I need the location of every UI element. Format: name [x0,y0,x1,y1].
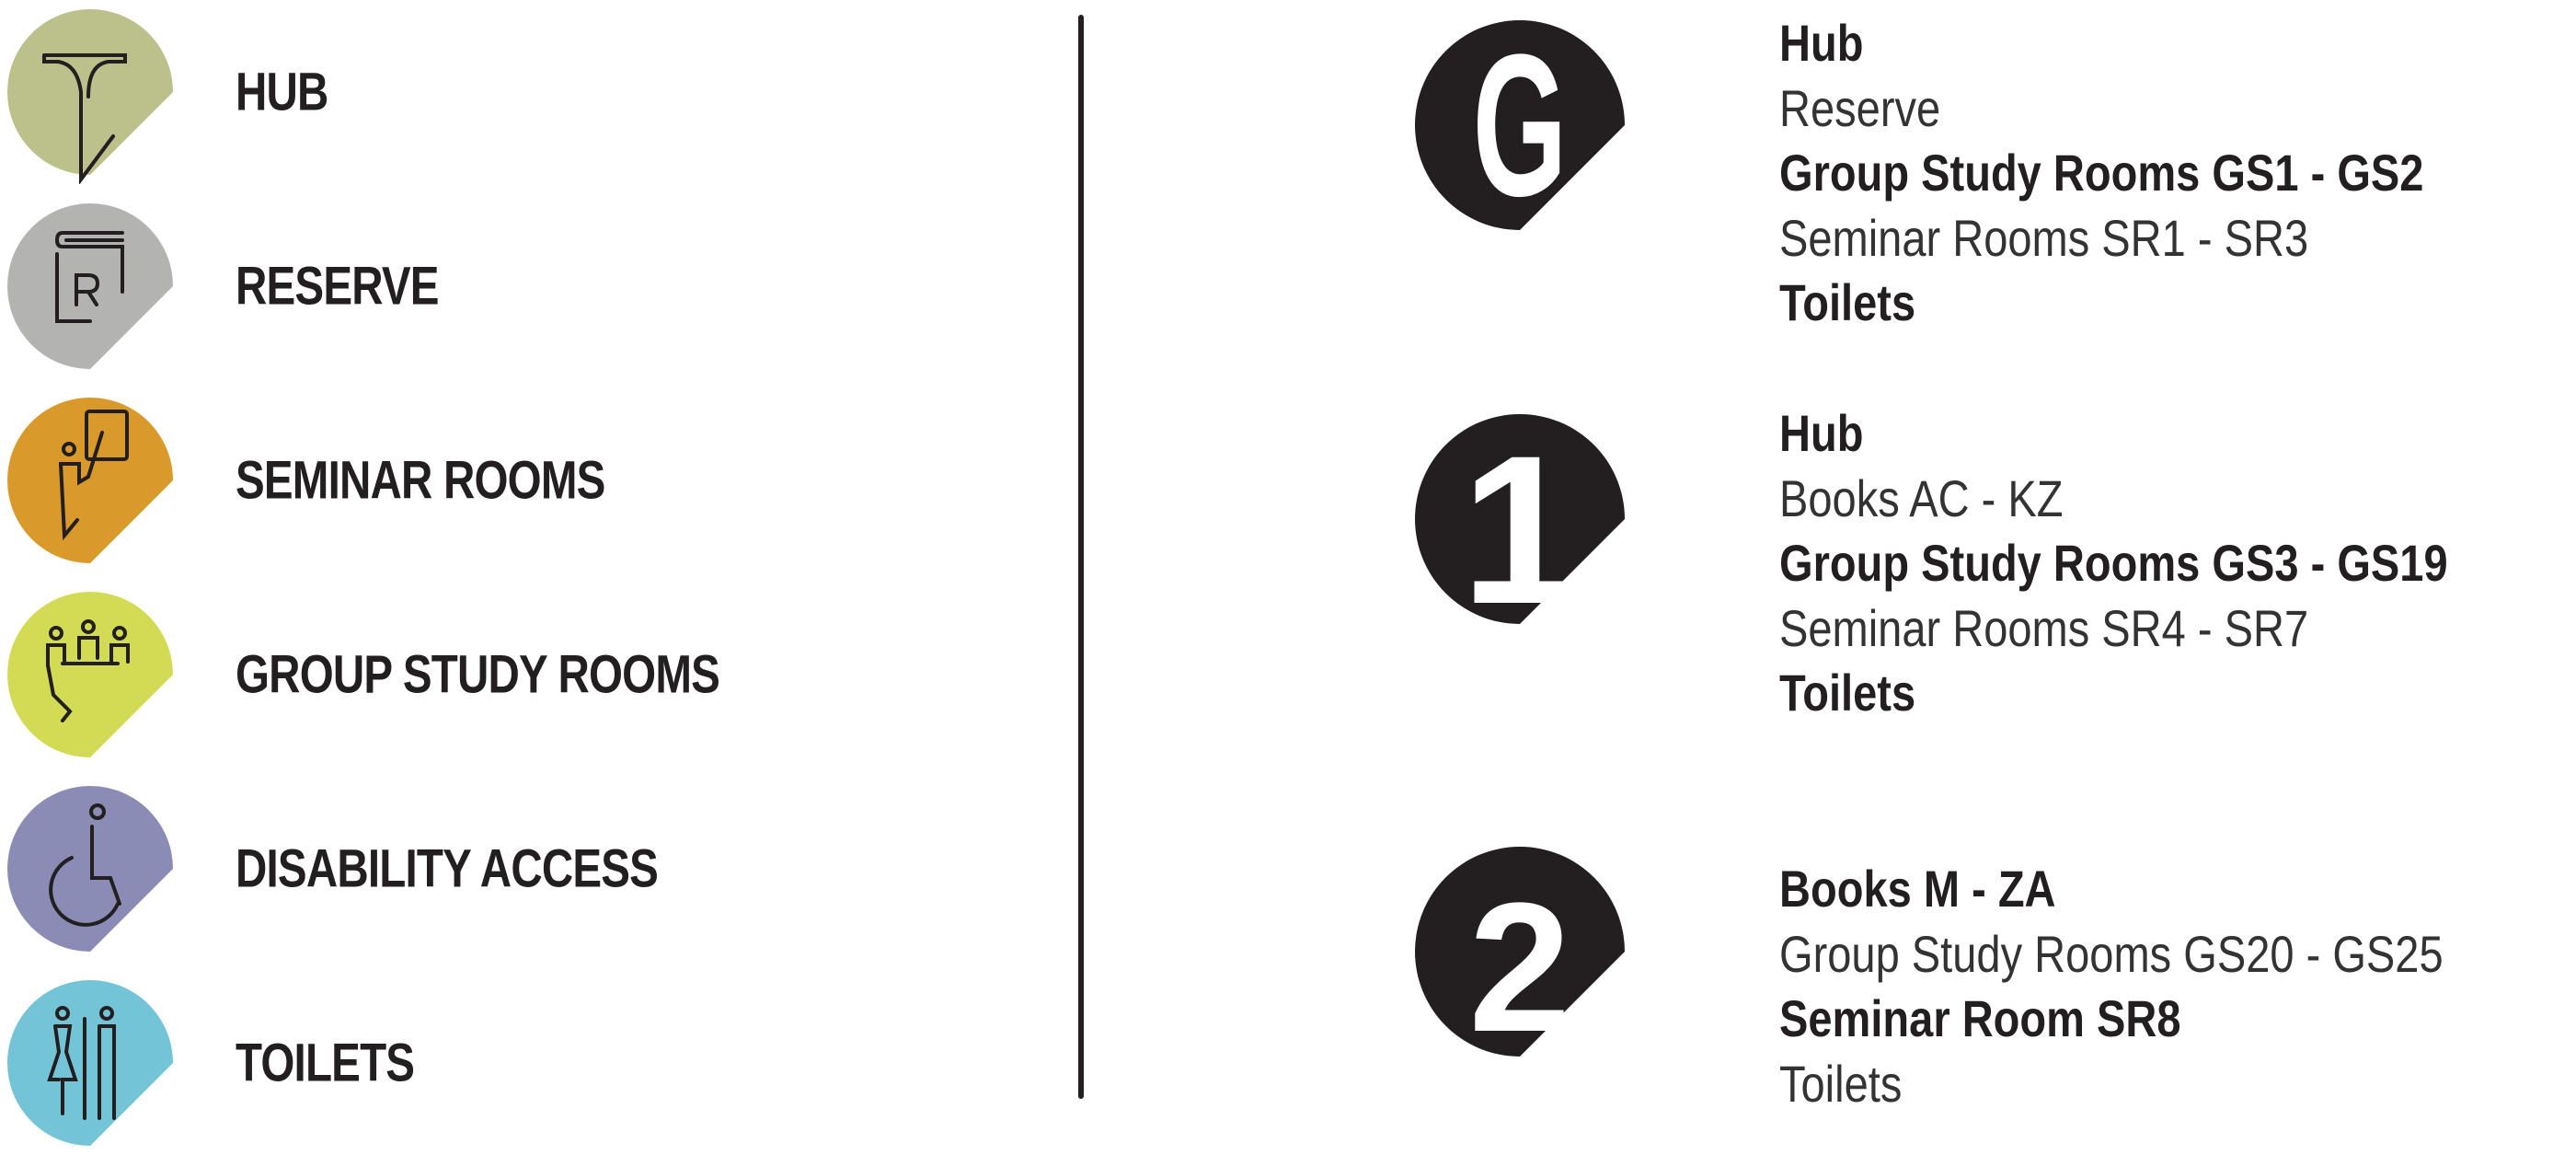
seminar-presenter-icon [7,398,173,563]
floor-line: Books M - ZA [1779,860,2056,918]
legend-label: DISABILITY ACCESS [236,838,659,899]
legend-item-reserve: RESERVE [0,203,1012,369]
floor-line: Hub [1779,404,1864,462]
floor-badge-label: G [1473,20,1568,234]
legend-label: TOILETS [236,1033,415,1093]
legend-label: SEMINAR ROOMS [236,450,605,511]
floor-line: Group Study Rooms GS20 - GS25 [1779,924,2444,983]
floor-line: Seminar Rooms SR1 - SR3 [1779,208,2309,267]
floor-line: Group Study Rooms GS3 - GS19 [1779,534,2448,592]
floor-g-badge-icon: G [1415,20,1625,234]
floor-line: Toilets [1779,664,1916,722]
floor-badge-label: 1 [1461,414,1579,628]
floor-2-badge-icon: 2 [1415,847,1625,1060]
floor-line: Seminar Room SR8 [1779,989,2181,1047]
legend-item-toilets: TOILETS [0,980,1012,1146]
hub-icon [7,9,173,184]
group-study-icon [7,592,173,757]
toilets-icon [7,980,173,1146]
floor-line: Seminar Rooms SR4 - SR7 [1779,598,2309,657]
divider [1078,15,1084,1099]
legend-item-seminar-rooms: SEMINAR ROOMS [0,398,1012,563]
floor-line: Toilets [1779,273,1916,331]
floor-2-list: Books M - ZA Group Study Rooms GS20 - GS… [1779,857,2570,1116]
floor-1-badge-icon: 1 [1415,414,1625,628]
legend-item-group-study-rooms: GROUP STUDY ROOMS [0,592,1012,757]
wheelchair-icon [7,786,173,952]
floor-line: Toilets [1779,1054,1903,1113]
legend-item-hub: HUB [0,9,1012,184]
floor-1-list: Hub Books AC - KZ Group Study Rooms GS3 … [1779,401,2575,726]
floor-line: Reserve [1779,78,1941,137]
floor-line: Hub [1779,14,1864,72]
floor-badge-label: 2 [1468,865,1570,1060]
floor-line: Group Study Rooms GS1 - GS2 [1779,144,2424,202]
legend-label: HUB [236,62,328,122]
floor-g-list: Hub Reserve Group Study Rooms GS1 - GS2 … [1779,11,2547,336]
legend-item-disability-access: DISABILITY ACCESS [0,786,1012,952]
floor-line: Books AC - KZ [1779,468,2064,527]
legend-label: RESERVE [236,256,440,317]
reserve-book-icon [7,203,173,369]
legend-label: GROUP STUDY ROOMS [236,644,720,705]
